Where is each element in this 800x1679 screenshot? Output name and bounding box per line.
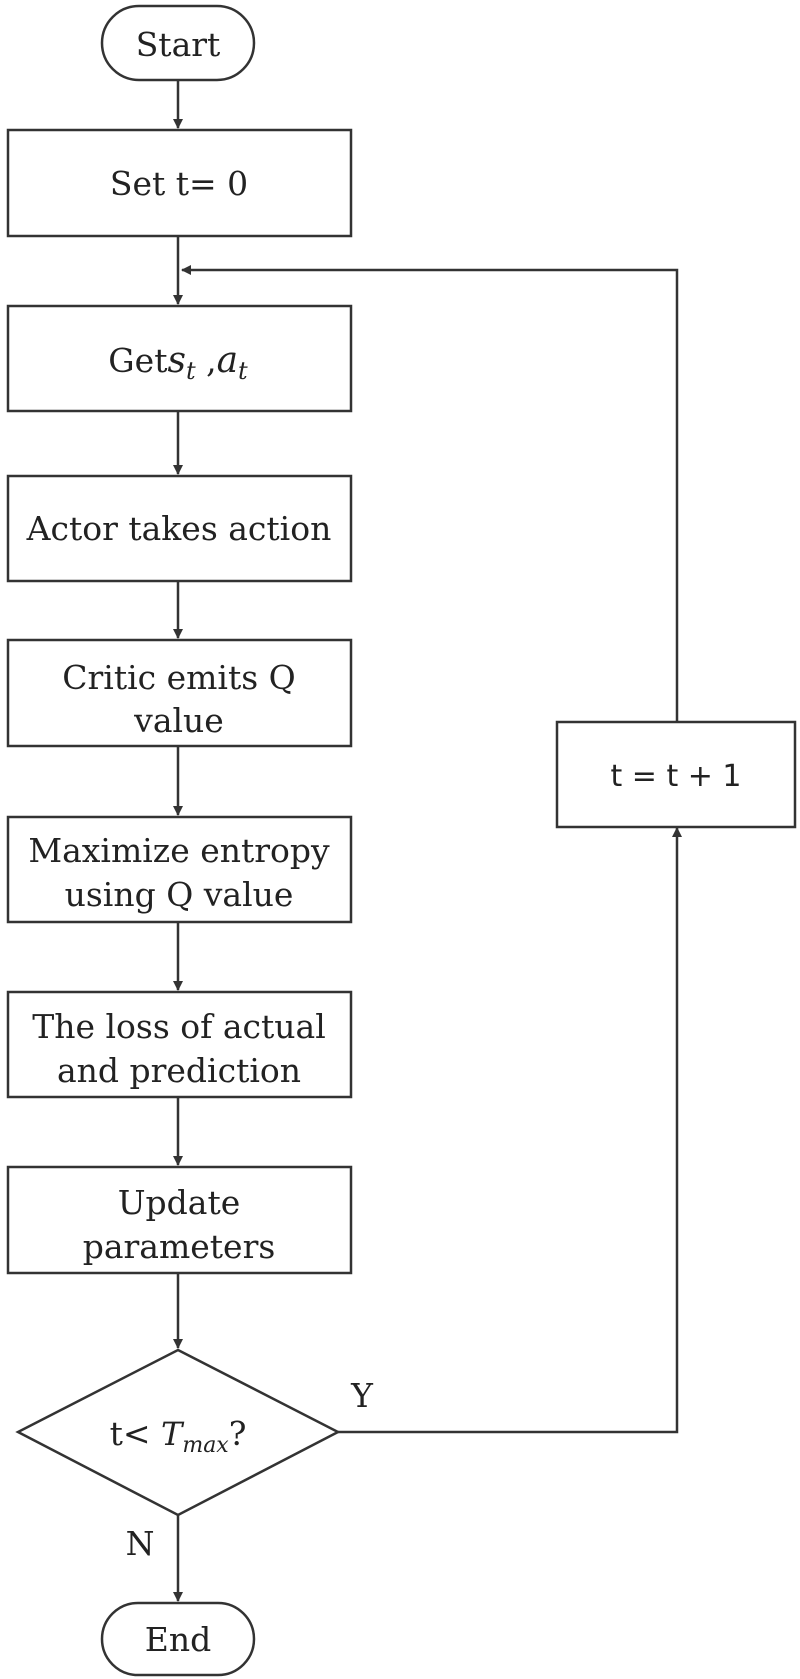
increment-label: t = t + 1 xyxy=(610,759,741,794)
decision-suffix: ? xyxy=(229,1414,247,1453)
get-prefix: Get xyxy=(108,341,167,380)
critic-label-line1: Critic emits Q xyxy=(62,658,295,697)
actor-label: Actor takes action xyxy=(26,509,332,548)
decision-subscript: max xyxy=(182,1433,229,1458)
no-label: N xyxy=(126,1524,155,1563)
loss-label-line2: and prediction xyxy=(57,1051,301,1090)
set-t-box xyxy=(6,128,353,238)
loss-label-line1: The loss of actual xyxy=(32,1007,326,1046)
end-terminal xyxy=(100,1601,256,1677)
action-subscript: t xyxy=(238,357,248,385)
critic-box xyxy=(6,638,353,748)
decision-T: T xyxy=(161,1415,185,1453)
action-symbol: a xyxy=(217,340,238,381)
actor-box xyxy=(6,474,353,583)
get-state-action-label: Getst ,at xyxy=(108,340,248,385)
arrow-loop-back xyxy=(181,265,679,722)
arrow-yes-to-increment xyxy=(338,827,682,1434)
update-box xyxy=(6,1165,353,1275)
critic-label-line2: value xyxy=(133,701,224,740)
increment-box xyxy=(555,720,797,829)
update-label-line1: Update xyxy=(118,1183,241,1222)
decision-label: t< Tmax? xyxy=(110,1414,247,1458)
maximize-box xyxy=(6,815,353,924)
yes-label: Y xyxy=(350,1376,374,1415)
maximize-label-line1: Maximize entropy xyxy=(28,831,330,870)
start-label: Start xyxy=(136,25,221,64)
loss-box xyxy=(6,990,353,1099)
maximize-label-line2: using Q value xyxy=(65,875,294,914)
comma: , xyxy=(196,341,217,380)
get-state-action-box xyxy=(6,304,353,413)
state-subscript: t xyxy=(186,357,196,385)
state-symbol: s xyxy=(167,340,185,381)
set-t-label: Set t= 0 xyxy=(110,164,248,203)
decision-prefix: t< xyxy=(110,1414,161,1453)
update-label-line2: parameters xyxy=(83,1227,276,1266)
end-label: End xyxy=(145,1620,211,1659)
